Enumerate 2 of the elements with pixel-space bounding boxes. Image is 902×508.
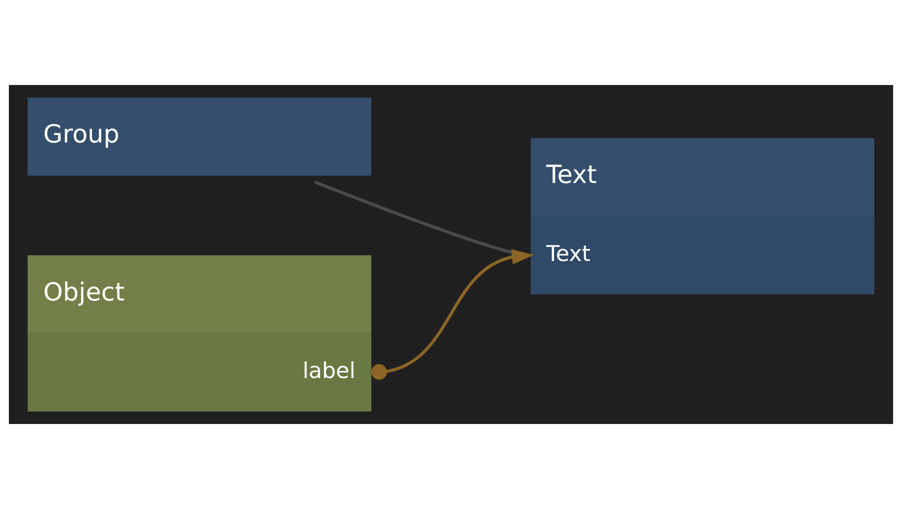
node-box: Group [28,97,372,176]
arrow [371,248,534,380]
